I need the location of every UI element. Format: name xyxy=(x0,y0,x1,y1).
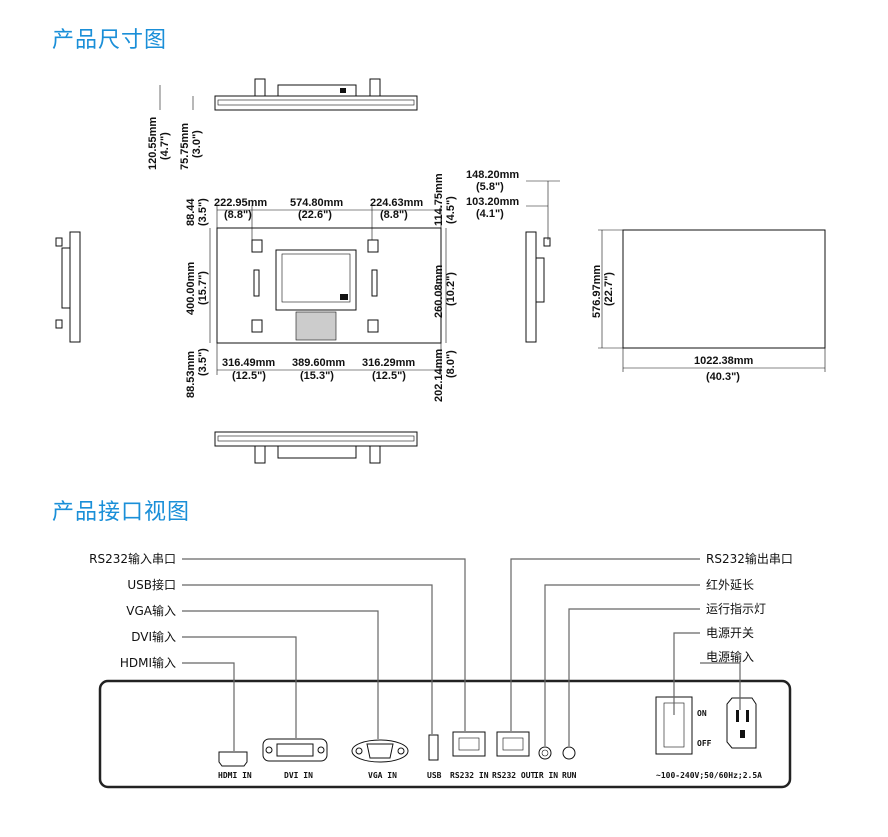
callout-lines xyxy=(182,558,741,751)
top-view-body xyxy=(214,95,418,111)
rear-right-mid: 260.08mm xyxy=(433,265,445,318)
top-view: 120.55mm (4.7") 75.75mm (3.0") xyxy=(147,78,418,170)
rear-bot-left-in: (12.5") xyxy=(232,370,266,382)
usb-port xyxy=(428,734,439,761)
label-usb: USB xyxy=(427,771,442,780)
rear-control-box xyxy=(275,249,357,311)
front-view: 576.97mm (22.7") 1022.38mm (40.3") xyxy=(591,229,826,383)
front-height: 576.97mm xyxy=(591,265,603,318)
front-width: 1022.38mm xyxy=(694,355,754,367)
front-height-in: (22.7") xyxy=(603,272,615,306)
callout-ir: 红外延长 xyxy=(706,577,754,592)
label-dvi-in: DVI IN xyxy=(284,771,313,780)
label-vga-in: VGA IN xyxy=(368,771,397,780)
callout-rs232-out: RS232输出串口 xyxy=(706,551,793,566)
callout-run-led: 运行指示灯 xyxy=(706,601,766,616)
rear-right-bot-in: (8.0") xyxy=(445,350,457,378)
rear-left-bot: 88.53mm xyxy=(185,351,197,398)
dvi-port xyxy=(262,738,328,762)
rear-bot-right: 316.29mm xyxy=(362,357,415,369)
top-dim-depth: 75.75mm xyxy=(179,123,191,170)
rear-top-right: 224.63mm xyxy=(370,197,423,209)
top-dim-total-in: (4.7") xyxy=(159,132,171,160)
side-depth-in: (4.1") xyxy=(476,208,504,220)
label-rs232-in: RS232 IN xyxy=(450,771,489,780)
rear-right-bot: 202.14mm xyxy=(433,349,445,402)
rear-bot-left: 316.49mm xyxy=(222,357,275,369)
callout-rs232-in: RS232输入串口 xyxy=(89,551,176,566)
callout-power-input: 电源输入 xyxy=(706,649,754,664)
front-view-body xyxy=(622,229,826,349)
run-led xyxy=(562,746,576,760)
rear-top-mid-in: (22.6") xyxy=(298,209,332,221)
top-dim-depth-in: (3.0") xyxy=(191,130,203,158)
top-dim-total: 120.55mm xyxy=(147,117,159,170)
ports-title: 产品接口视图 xyxy=(52,500,191,525)
rear-top-right-in: (8.8") xyxy=(380,209,408,221)
top-view-box xyxy=(277,84,357,97)
rear-view: 222.95mm (8.8") 574.80mm (22.6") 224.63m… xyxy=(185,173,457,402)
rear-view-body xyxy=(216,227,442,344)
label-hdmi-in: HDMI IN xyxy=(218,771,252,780)
port-panel: HDMI IN DVI IN VGA IN USB RS232 IN RS232… xyxy=(98,679,792,789)
bottom-view xyxy=(214,431,418,464)
rear-right-top: 114.75mm xyxy=(433,173,445,226)
rs232-in-port xyxy=(452,731,486,757)
rear-right-top-in: (4.5") xyxy=(445,196,457,224)
rear-left-mid-in: (15.7") xyxy=(197,271,209,305)
callout-power-switch: 电源开关 xyxy=(706,626,754,640)
power-inlet xyxy=(726,697,757,749)
dimensions-title: 产品尺寸图 xyxy=(52,28,168,53)
callout-hdmi: HDMI输入 xyxy=(120,655,176,670)
right-side-view: 148.20mm (5.8") 103.20mm (4.1") xyxy=(466,169,560,343)
rear-bot-right-in: (12.5") xyxy=(372,370,406,382)
ir-port xyxy=(538,746,552,760)
side-total: 148.20mm xyxy=(466,169,519,181)
rs232-out-port xyxy=(496,731,530,757)
rear-top-left-in: (8.8") xyxy=(224,209,252,221)
hdmi-port xyxy=(218,751,248,767)
left-side-view xyxy=(55,231,81,343)
vga-port xyxy=(351,739,409,763)
side-total-in: (5.8") xyxy=(476,181,504,193)
callout-vga: VGA输入 xyxy=(126,603,176,618)
label-rs232-out: RS232 OUT xyxy=(492,771,536,780)
rear-bot-mid: 389.60mm xyxy=(292,357,345,369)
rear-left-bot-in: (3.5") xyxy=(197,348,209,376)
label-run: RUN xyxy=(562,771,577,780)
label-off: OFF xyxy=(697,739,712,748)
rear-left-top-in: (3.5") xyxy=(197,198,209,226)
callout-dvi: DVI输入 xyxy=(131,629,176,644)
rear-top-left: 222.95mm xyxy=(214,197,267,209)
rear-right-mid-in: (10.2") xyxy=(445,272,457,306)
front-width-in: (40.3") xyxy=(706,371,740,383)
callout-usb: USB接口 xyxy=(127,577,176,592)
callout-labels: RS232输入串口 USB接口 VGA输入 DVI输入 HDMI输入 RS232… xyxy=(89,551,793,670)
rear-top-mid: 574.80mm xyxy=(290,197,343,209)
rear-left-top: 88.44 xyxy=(185,198,197,226)
rear-left-mid: 400.00mm xyxy=(185,262,197,315)
side-depth: 103.20mm xyxy=(466,196,519,208)
label-on: ON xyxy=(697,709,707,718)
label-power-spec: ~100-240V;50/60Hz;2.5A xyxy=(656,771,762,780)
label-ir-in: IR IN xyxy=(534,771,558,780)
rear-bot-mid-in: (15.3") xyxy=(300,370,334,382)
